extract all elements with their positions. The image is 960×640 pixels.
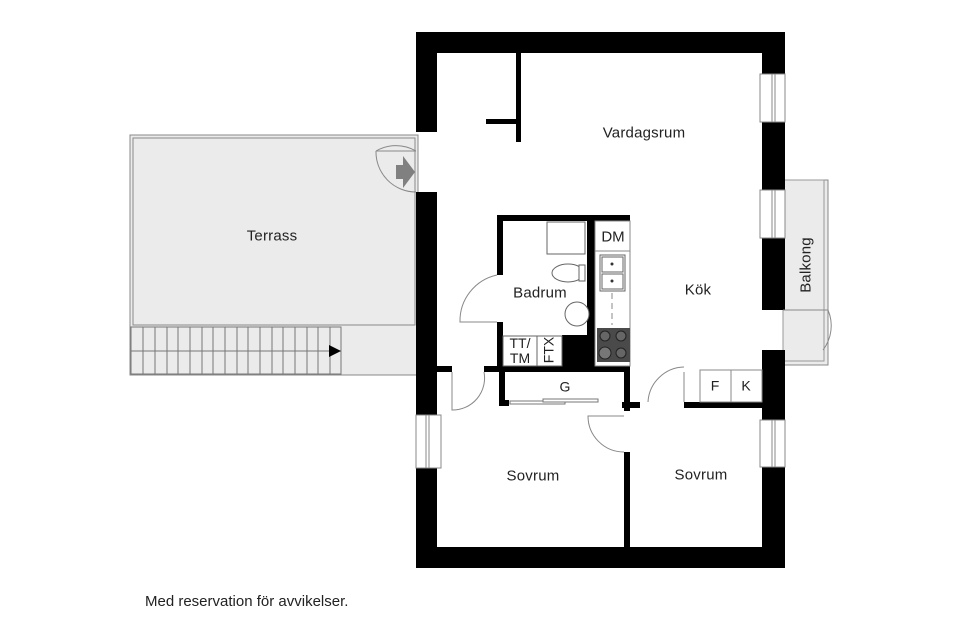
room-label-sovrum-2: Sovrum [674,466,728,484]
stove-icon [597,328,630,362]
kitchen-counter [594,220,631,367]
freezer-label: K [741,377,751,394]
windows [415,73,786,469]
washbasin-icon [564,301,590,327]
wardrobe [509,398,599,405]
terrace [129,134,419,376]
shower-icon [546,221,586,255]
room-label-badrum: Badrum [513,284,567,302]
room-label-sovrum-1: Sovrum [506,467,560,485]
wardrobe-label: G [559,378,571,395]
room-label-vardagsrum: Vardagsrum [602,124,686,142]
disclaimer-text: Med reservation för avvikelser. [145,593,349,610]
dishwasher-label: DM [601,228,625,246]
washer-dryer-label: TT/ TM [509,335,531,366]
sink-icon [599,254,626,292]
outer-walls [416,32,785,568]
stairs [130,326,342,375]
bathroom-fixtures [502,221,590,367]
room-label-balkong: Balkong [797,237,815,293]
interior-walls [437,53,762,547]
doors [451,274,832,453]
ftx-label: FTX [540,336,557,364]
room-label-terrass: Terrass [246,227,298,245]
fridge-freezer [699,369,763,403]
fridge-label: F [710,377,720,394]
room-label-kok: Kök [684,281,712,299]
stairs-arrow-icon [329,345,341,357]
entrance-arrow-icon [396,156,415,188]
entrance-door [375,145,417,193]
